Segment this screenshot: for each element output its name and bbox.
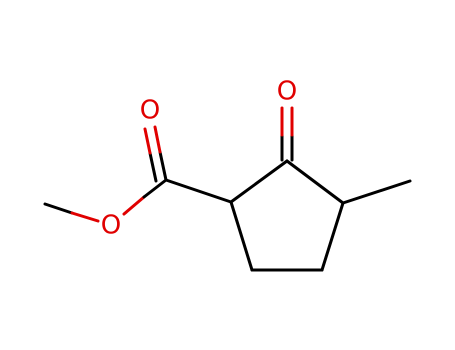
bond-methyl-to-ether-o-red (70, 211, 100, 223)
bond-ring-c5-c1 (229, 200, 254, 272)
bond-methyl-to-ether-o (43, 202, 74, 215)
bond-ether-o-to-ester-c-red (122, 195, 146, 216)
bonds (43, 106, 412, 272)
atom-labels: O O O (101, 77, 297, 241)
bond-ring-c3-c4 (320, 201, 345, 272)
bond-ester-double-2-black (148, 151, 158, 183)
bond-ester-double-2-red (143, 127, 152, 155)
bond-ring-c1-c2 (229, 159, 289, 204)
bond-ring-c2-c3 (285, 159, 345, 205)
atom-label-o-ether: O (101, 211, 121, 241)
bond-ester-double-1-black (158, 150, 168, 182)
bond-ester-double-1-red (153, 125, 162, 154)
atom-label-o-ketone: O (277, 77, 297, 107)
bond-ester-c-to-ring (164, 178, 233, 204)
bond-ring-to-methyl (341, 179, 412, 205)
atom-label-o-carbonyl-ester: O (140, 96, 160, 126)
bond-ether-o-to-ester-c (142, 178, 168, 199)
